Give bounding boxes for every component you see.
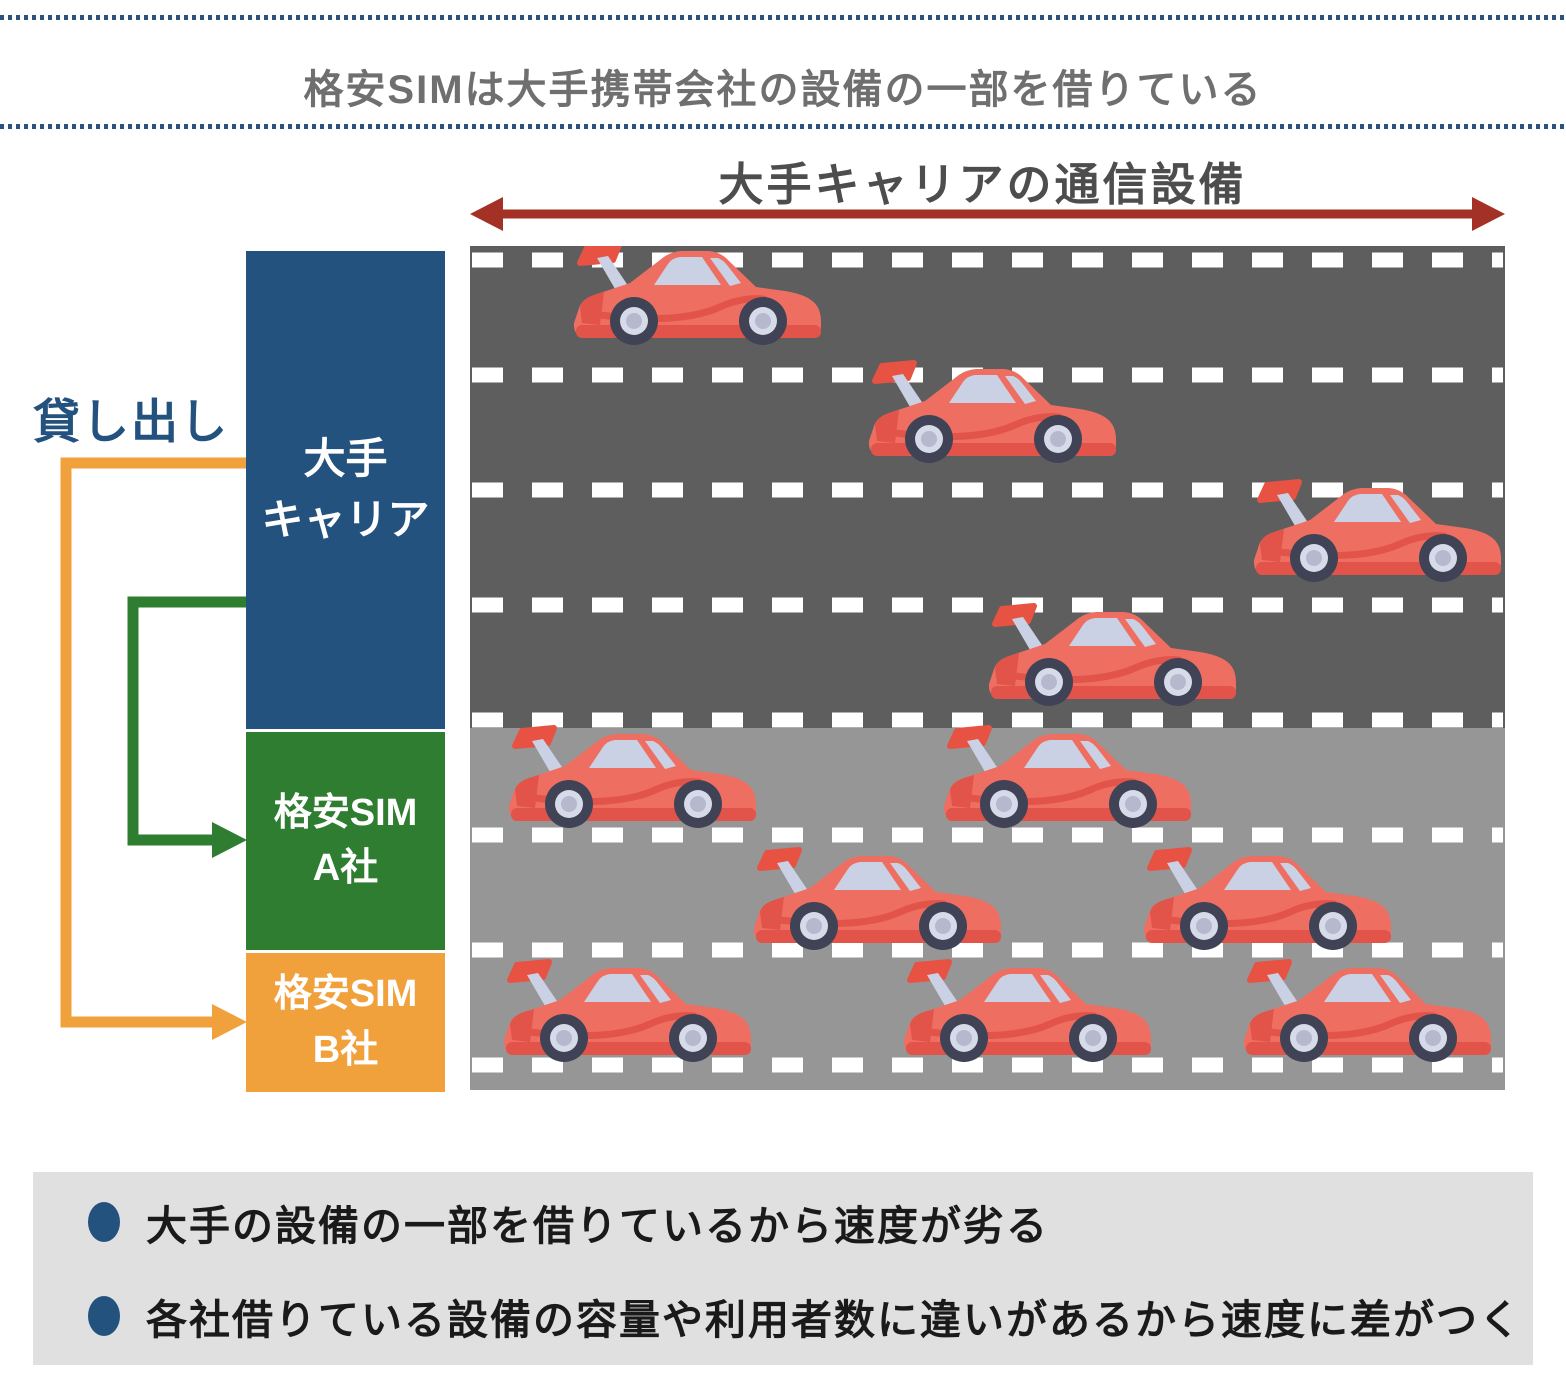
bullet-icon	[88, 1295, 120, 1336]
lending-label: 貸し出し	[33, 395, 229, 448]
lane-lines	[472, 252, 1503, 1073]
dotted-divider-bottom	[0, 124, 1566, 129]
carrier-box-sim-b-label: B社	[312, 1028, 379, 1071]
carrier-box-sim-b-label: 格安SIM	[273, 973, 418, 1016]
carrier-box-sim-a-label: 格安SIM	[273, 791, 418, 834]
road-diagram	[470, 246, 1505, 1090]
lend-connector-sim-b	[60, 457, 247, 1040]
arrowhead-sim-a	[212, 822, 247, 858]
note-text: 各社借りている設備の容量や利用者数に違いがあるから速度に差がつく	[146, 1296, 1522, 1343]
carrier-box-sim-a: 格安SIM A社	[246, 732, 445, 950]
note-item: 各社借りている設備の容量や利用者数に違いがあるから速度に差がつく	[88, 1286, 1533, 1346]
note-text: 大手の設備の一部を借りているから速度が劣る	[146, 1202, 1049, 1249]
note-item: 大手の設備の一部を借りているから速度が劣る	[88, 1192, 1533, 1252]
lend-connector-sim-a	[127, 596, 247, 858]
arrowhead-sim-b	[212, 1004, 247, 1040]
carrier-box-major: 大手 キャリア	[246, 251, 445, 729]
bullet-icon	[88, 1201, 120, 1242]
carrier-box-major-label: 大手	[303, 435, 388, 483]
page-title: 格安SIMは大手携帯会社の設備の一部を借りている	[303, 68, 1263, 112]
equipment-heading: 大手キャリアの通信設備	[718, 159, 1247, 210]
notes-panel: 大手の設備の一部を借りているから速度が劣る 各社借りている設備の容量や利用者数に…	[33, 1172, 1533, 1365]
carrier-box-major-label: キャリア	[261, 496, 430, 543]
carrier-box-sim-a-label: A社	[312, 847, 379, 889]
carrier-box-sim-b: 格安SIM B社	[246, 953, 445, 1092]
dotted-divider-top	[0, 15, 1566, 20]
